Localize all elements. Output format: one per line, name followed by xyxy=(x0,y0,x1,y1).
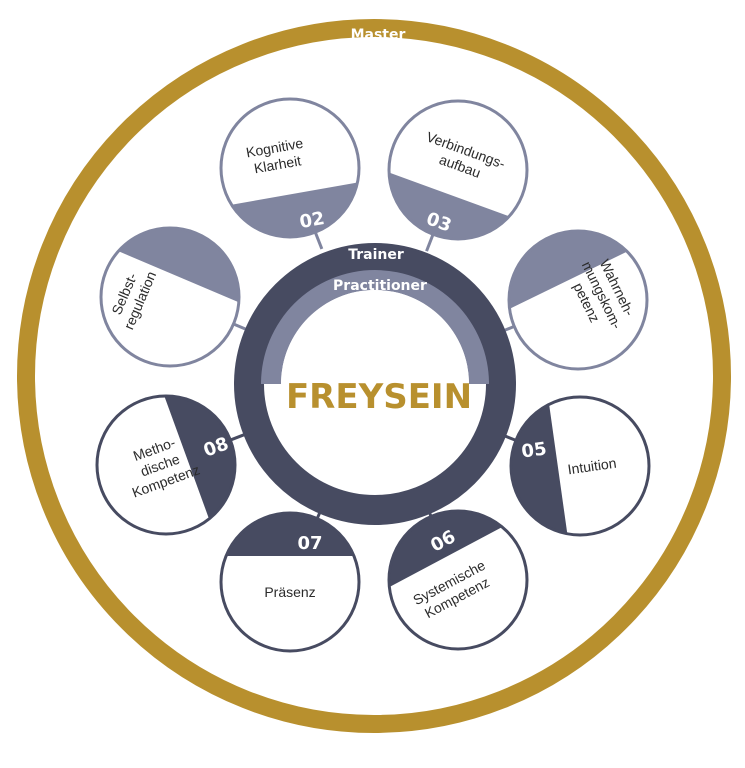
module-number: 07 xyxy=(297,533,322,554)
trainer-ring xyxy=(234,243,516,525)
module-outline xyxy=(387,99,529,241)
central-hub: Trainer Practitioner FREYSEIN xyxy=(234,243,516,525)
module-outline xyxy=(99,226,241,368)
module-outline xyxy=(509,395,651,537)
master-label: Master xyxy=(351,27,406,43)
practitioner-label: Practitioner xyxy=(333,278,427,294)
module-connector xyxy=(425,233,435,252)
module-circles: 01Selbst-regulation02KognitiveKlarheit03… xyxy=(95,97,651,653)
module-outline xyxy=(387,509,529,651)
trainer-label: Trainer xyxy=(348,247,404,263)
core-title: FREYSEIN xyxy=(286,377,472,417)
module-label: Metho-discheKompetenz xyxy=(118,429,202,500)
module-outline xyxy=(219,511,361,653)
module-outline xyxy=(219,97,361,239)
module-outline xyxy=(95,394,237,536)
module-connector xyxy=(313,231,324,250)
module-outline xyxy=(507,229,649,371)
practitioner-arc xyxy=(261,270,489,384)
core-disc xyxy=(281,290,469,478)
module-label: Intuition xyxy=(567,455,618,478)
master-ring xyxy=(17,19,731,733)
module-number: 05 xyxy=(520,438,548,462)
module-label: Präsenz xyxy=(264,584,315,600)
module-number: 02 xyxy=(298,208,326,233)
